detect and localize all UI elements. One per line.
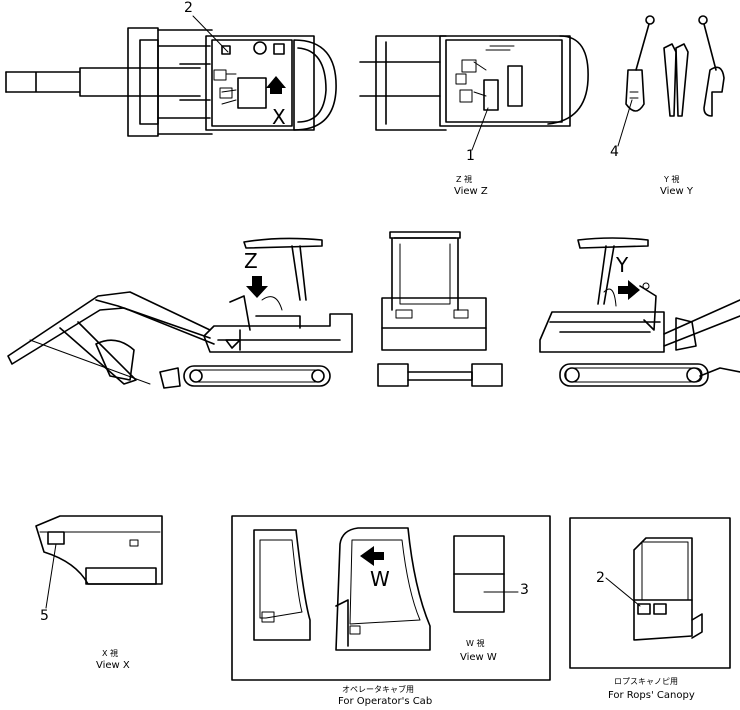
side-view-left: Z bbox=[7, 237, 353, 389]
view-z-caption: View Z bbox=[454, 186, 488, 197]
view-w-caption-jp: W 視 bbox=[466, 639, 484, 648]
view-letter-w: W bbox=[370, 567, 390, 591]
view-letter-z: Z bbox=[244, 249, 258, 273]
view-letter-y: Y bbox=[615, 253, 629, 277]
view-x-caption-jp: X 視 bbox=[102, 649, 118, 658]
view-x-caption: View X bbox=[96, 660, 130, 671]
view-z-caption-jp: Z 視 bbox=[456, 175, 472, 184]
cab-caption-jp: オペレータキャブ用 bbox=[342, 684, 414, 694]
callout-3: 3 bbox=[520, 582, 529, 598]
view-letter-x: X bbox=[272, 105, 286, 129]
canopy-caption: For Rops' Canopy bbox=[608, 690, 695, 701]
canopy-caption-jp: ロプスキャノピ用 bbox=[614, 677, 678, 686]
view-y-caption-jp: Y 視 bbox=[663, 175, 679, 184]
rops-canopy-panel: 2 ロプスキャノピ用 For Rops' Canopy bbox=[569, 517, 731, 701]
callout-1: 1 bbox=[466, 148, 475, 164]
view-y-drawing: 4 Y 視 View Y bbox=[610, 15, 725, 197]
operators-cab-panel: W 3 W 視 View W オペレータキャブ用 For Operator's … bbox=[231, 515, 551, 707]
top-view-machine: X 2 bbox=[5, 0, 337, 137]
view-z-drawing: 1 Z 視 View Z bbox=[359, 35, 589, 197]
cab-caption: For Operator's Cab bbox=[338, 696, 432, 707]
view-y-caption: View Y bbox=[660, 186, 694, 197]
callout-5: 5 bbox=[40, 608, 49, 624]
callout-2-top: 2 bbox=[184, 0, 193, 16]
view-x-drawing: 5 X 視 View X bbox=[35, 515, 163, 671]
view-w-caption: View W bbox=[460, 652, 497, 663]
front-view bbox=[377, 231, 503, 387]
callout-2-canopy: 2 bbox=[596, 570, 605, 586]
side-view-right: Y bbox=[539, 237, 740, 387]
callout-4: 4 bbox=[610, 144, 619, 160]
